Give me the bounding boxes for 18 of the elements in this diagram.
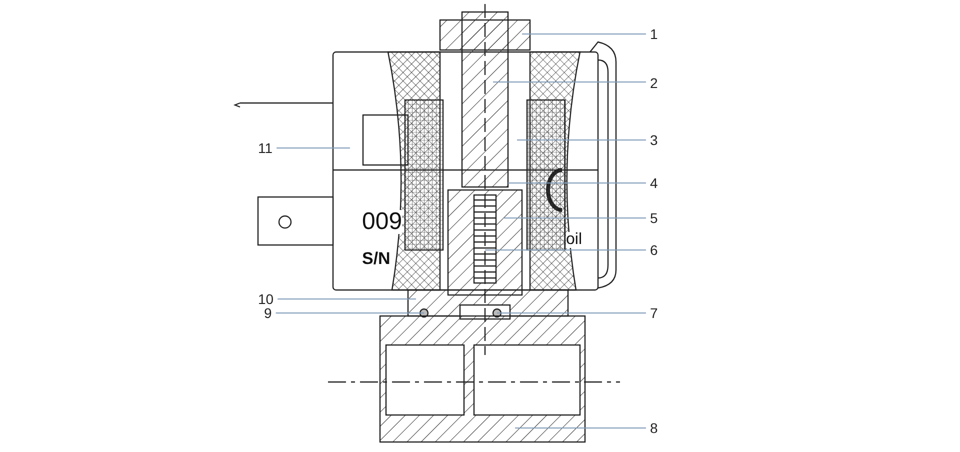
callout-number: 10 [258, 291, 274, 307]
callout-number: 8 [650, 420, 658, 436]
leader-line [496, 312, 646, 314]
marking-text: S/N [362, 250, 390, 267]
callout-number: 1 [650, 26, 658, 42]
callout-number: 11 [258, 140, 273, 156]
marking-text: 009 [362, 210, 402, 234]
callout-number: 6 [650, 242, 658, 258]
callout-number: 9 [264, 305, 272, 321]
leader-line [275, 312, 424, 314]
callout-number: 5 [650, 210, 658, 226]
callout-number: 2 [650, 75, 658, 91]
leader-line [508, 182, 646, 184]
callout-number: 7 [650, 305, 658, 321]
callout-number: 4 [650, 175, 658, 191]
leader-line [277, 298, 416, 300]
marking-text: oil [566, 232, 582, 248]
callout-number: 3 [650, 132, 658, 148]
